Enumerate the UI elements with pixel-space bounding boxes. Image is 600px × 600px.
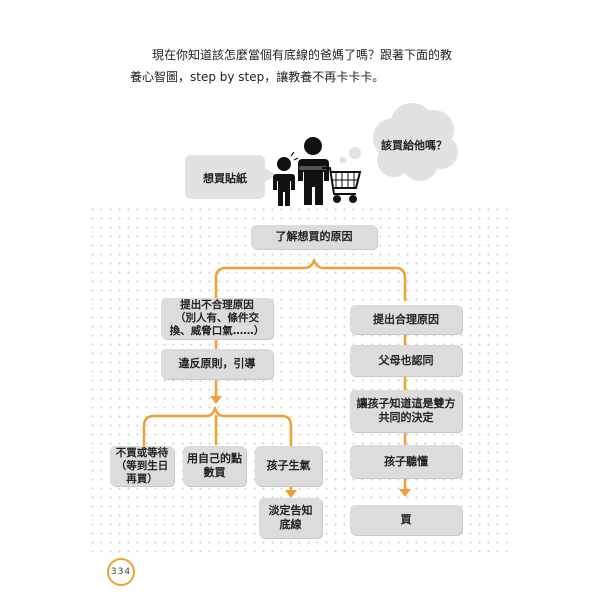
parent-figure-icon bbox=[298, 137, 329, 205]
child-speech-text: 想買貼紙 bbox=[203, 172, 247, 185]
dotted-background bbox=[88, 205, 512, 553]
violate-principle-node: 違反原則，引導 bbox=[161, 349, 273, 379]
child-angry-node: 孩子生氣 bbox=[255, 446, 322, 486]
parent-agree-node: 父母也認同 bbox=[350, 345, 462, 376]
thought-cloud-icon bbox=[339, 103, 458, 181]
speech-bubble-icon bbox=[185, 155, 278, 199]
wait-option-node: 不買或等待 （等到生日 再買） bbox=[110, 446, 174, 486]
intro-text: 現在你知道該怎麼當個有底線的爸媽了嗎？跟著下面的教 養心智圖，step by s… bbox=[130, 44, 470, 88]
child-understand-node: 孩子聽懂 bbox=[350, 445, 462, 478]
root-node: 了解想買的原因 bbox=[251, 225, 377, 249]
calm-bottom-line-node: 淡定告知 底線 bbox=[259, 498, 322, 538]
unreasonable-reason-node: 提出不合理原因 （別人有、條件交 換、威脅口氣……） bbox=[161, 298, 273, 339]
intro-line-1: 現在你知道該怎麼當個有底線的爸媽了嗎？跟著下面的教 bbox=[152, 48, 453, 62]
flow-arrowheads bbox=[210, 396, 411, 498]
intro-line-2: 養心智圖，step by step，讓教養不再卡卡卡。 bbox=[130, 70, 385, 84]
joint-decision-node: 讓孩子知道這是雙方 共同的決定 bbox=[350, 390, 462, 432]
reasonable-reason-node: 提出合理原因 bbox=[350, 305, 462, 334]
page-number: 334 bbox=[107, 558, 135, 586]
shopping-cart-icon bbox=[322, 167, 362, 203]
child-figure-icon bbox=[273, 151, 299, 206]
parent-thought-text: 該買給他嗎？ bbox=[381, 139, 447, 152]
own-points-node: 用自己的點 數買 bbox=[183, 446, 246, 486]
buy-node: 買 bbox=[350, 505, 462, 535]
